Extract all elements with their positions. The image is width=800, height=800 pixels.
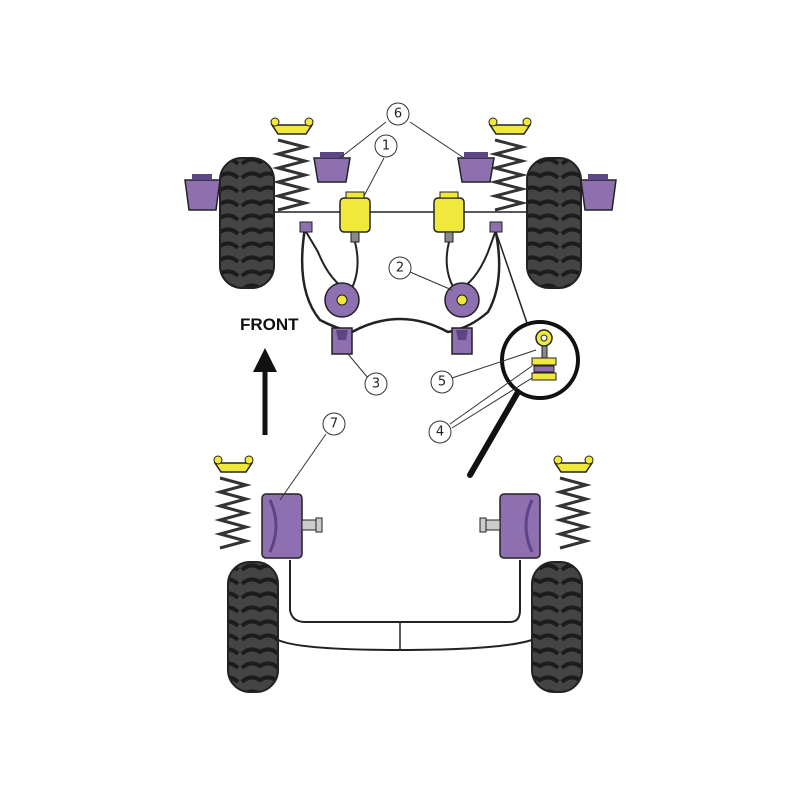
rear-axle-beam-upper xyxy=(289,560,521,623)
wishbone-front-bush-left xyxy=(339,191,371,243)
anti-roll-bar xyxy=(300,227,501,334)
wishbone-front-bush-right xyxy=(433,191,465,243)
callout-6-label: 6 xyxy=(394,107,402,122)
callout-5: 5 xyxy=(430,349,537,394)
magnifier xyxy=(467,231,580,478)
wishbone-arm-left xyxy=(304,229,359,294)
front-right-spring xyxy=(488,117,532,212)
hub-bush-left xyxy=(184,174,221,211)
wishbone-rear-bush-right xyxy=(444,282,480,318)
callout-5-label: 5 xyxy=(438,375,446,390)
callout-1-label: 1 xyxy=(382,139,390,154)
top-mount-bush-left xyxy=(313,152,351,183)
rear-left-wheel xyxy=(227,561,279,693)
callout-3-label: 3 xyxy=(372,377,380,392)
front-left-wheel xyxy=(219,157,275,289)
rear-axle-beam-lower xyxy=(277,639,533,652)
callout-6: 6 xyxy=(339,102,465,159)
front-label: FRONT xyxy=(240,315,299,334)
drop-link-bush-left xyxy=(299,221,313,233)
wishbone-rear-bush-left xyxy=(324,282,360,318)
rear-right-spring xyxy=(553,455,594,550)
rear-left-spring xyxy=(213,455,254,550)
callout-3: 3 xyxy=(347,353,388,396)
drop-link-bush-right xyxy=(489,221,503,233)
callout-7-label: 7 xyxy=(330,417,338,432)
rear-right-wheel xyxy=(531,561,583,693)
callout-7: 7 xyxy=(279,412,346,501)
wishbone-arm-right xyxy=(445,229,497,294)
hub-bush-right xyxy=(580,174,617,211)
rear-trailing-arm-bush-left xyxy=(261,493,323,559)
callout-2: 2 xyxy=(388,256,453,291)
callout-4: 4 xyxy=(428,365,533,444)
top-mount-bush-right xyxy=(457,152,495,183)
front-right-wheel xyxy=(526,157,582,289)
callout-4-label: 4 xyxy=(436,425,444,440)
rear-trailing-arm-bush-right xyxy=(479,493,541,559)
callout-1: 1 xyxy=(363,134,398,197)
front-direction-arrow: FRONT xyxy=(240,315,299,435)
front-left-spring xyxy=(270,117,314,212)
arb-mount-bush-right xyxy=(451,327,473,355)
arb-mount-bush-left xyxy=(331,327,353,355)
callout-2-label: 2 xyxy=(396,261,404,276)
